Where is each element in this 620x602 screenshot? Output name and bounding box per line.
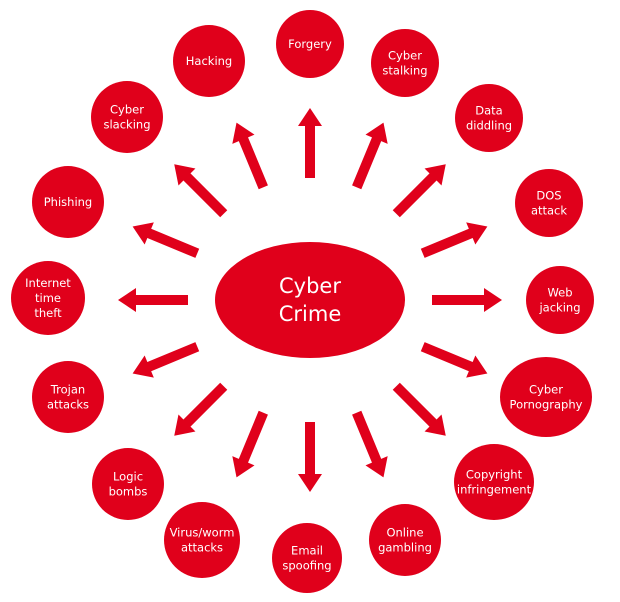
nodes-group: ForgeryCyberstalkingDatadiddlingDOSattac…	[11, 10, 594, 593]
node-circle	[455, 84, 523, 152]
node-circle	[92, 448, 164, 520]
arrow-online-gambling	[352, 410, 388, 478]
node-label: Forgery	[288, 37, 332, 51]
center-label-line1: Cyber	[279, 274, 341, 298]
node-forgery: Forgery	[276, 10, 344, 78]
node-phishing: Phishing	[32, 166, 104, 238]
arrow-forgery	[298, 108, 322, 178]
node-circle	[454, 444, 534, 520]
center-label-line2: Crime	[279, 302, 342, 326]
arrow-virus-worm-attacks	[232, 410, 268, 478]
node-circle	[276, 10, 344, 78]
arrow-data-diddling	[392, 164, 446, 218]
node-label: Copyright	[466, 468, 523, 482]
node-circle	[32, 361, 104, 433]
arrow-internet-time-theft	[118, 288, 188, 312]
node-circle	[500, 357, 592, 437]
node-label: Logic	[113, 470, 143, 484]
node-label: Web	[547, 286, 572, 300]
node-circle	[371, 29, 439, 97]
node-label: Online	[386, 526, 423, 540]
node-label: jacking	[538, 301, 580, 315]
center-ellipse	[215, 242, 405, 358]
node-label: Cyber	[388, 49, 422, 63]
node-label: diddling	[466, 119, 512, 133]
node-label: slacking	[104, 118, 151, 132]
arrow-cyber-pornography	[420, 342, 488, 378]
node-label: gambling	[378, 541, 432, 555]
node-hacking: Hacking	[173, 25, 245, 97]
node-label: Email	[291, 544, 323, 558]
node-label: Internet	[25, 276, 71, 290]
node-label: Cyber	[110, 103, 144, 117]
node-circle	[272, 523, 342, 593]
node-label: Data	[475, 104, 502, 118]
node-circle	[515, 169, 583, 237]
node-label: Cyber	[529, 383, 563, 397]
node-label: spoofing	[282, 559, 331, 573]
node-label: DOS	[536, 189, 561, 203]
arrow-web-jacking	[432, 288, 502, 312]
node-circle	[526, 266, 594, 334]
arrow-phishing	[132, 222, 200, 258]
arrows-group	[118, 108, 502, 492]
arrow-trojan-attacks	[132, 342, 200, 378]
arrow-logic-bombs	[174, 382, 228, 436]
node-label: attacks	[181, 541, 223, 555]
arrow-email-spoofing	[298, 422, 322, 492]
node-label: Virus/worm	[170, 526, 235, 540]
node-circle	[164, 502, 240, 578]
arrow-cyber-slacking	[174, 164, 228, 218]
node-label: Trojan	[50, 383, 85, 397]
node-label: stalking	[382, 64, 427, 78]
node-label: attack	[531, 204, 567, 218]
node-circle	[91, 81, 163, 153]
node-label: bombs	[109, 485, 148, 499]
node-label: theft	[34, 306, 62, 320]
node-label: infringement	[457, 483, 532, 497]
node-label: time	[35, 291, 61, 305]
node-label: Pornography	[510, 398, 583, 412]
node-label: Phishing	[44, 195, 92, 209]
arrow-dos-attack	[420, 222, 488, 258]
node-circle	[173, 25, 245, 97]
node-circle	[11, 261, 85, 335]
arrow-copyright-infringement	[392, 382, 446, 436]
node-circle	[369, 504, 441, 576]
node-label: Hacking	[186, 54, 232, 68]
node-label: attacks	[47, 398, 89, 412]
arrow-cyber-stalking	[352, 122, 388, 190]
node-circle	[32, 166, 104, 238]
arrow-hacking	[232, 122, 268, 190]
center-node: Cyber Crime	[215, 242, 405, 358]
